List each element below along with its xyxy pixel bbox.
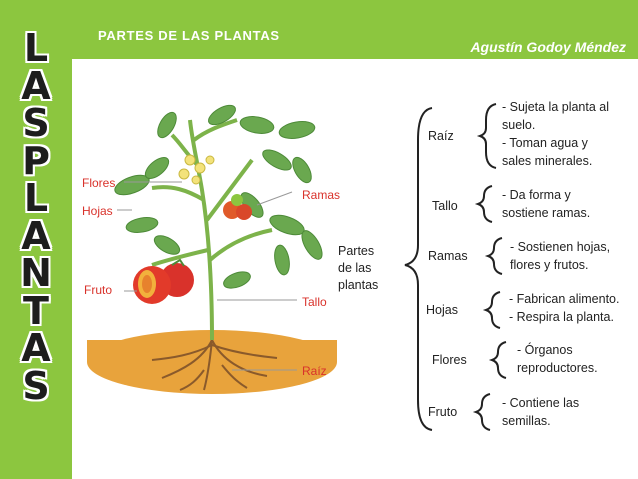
part-name-fruto: Fruto	[428, 405, 458, 419]
sidebar-letter: S	[22, 101, 50, 145]
sidebar-letter: P	[22, 138, 50, 183]
desc-line: sales minerales.	[502, 154, 593, 168]
desc-line: - Fabrican alimento.	[509, 292, 620, 306]
desc-tallo: - Da forma y sostiene ramas.	[502, 186, 590, 222]
stem	[151, 118, 273, 341]
part-name-ramas: Ramas	[428, 249, 468, 263]
desc-line: reproductores.	[517, 361, 598, 375]
partes-line: plantas	[338, 278, 379, 292]
part-name-flores: Flores	[432, 353, 467, 367]
brace-ramas	[484, 237, 503, 275]
label-hojas: Hojas	[82, 204, 113, 218]
desc-line: semillas.	[502, 414, 551, 428]
desc-raiz: - Sujeta la planta al suelo. - Toman agu…	[502, 98, 609, 170]
page-title: PARTES DE LAS PLANTAS	[98, 28, 280, 43]
label-ramas: Ramas	[302, 188, 341, 202]
soil-top	[87, 340, 337, 362]
label-raiz: Raíz	[302, 364, 327, 378]
label-flores: Flores	[82, 176, 116, 190]
desc-line: - Toman agua y	[502, 136, 588, 150]
desc-flores: - Órganos reproductores.	[517, 341, 598, 377]
sidebar-letter: A	[21, 213, 51, 258]
label-tallo: Tallo	[302, 295, 327, 309]
small-fruits	[223, 194, 252, 220]
sidebar-letter: L	[23, 26, 49, 70]
part-name-tallo: Tallo	[432, 199, 458, 213]
desc-line: - Sostienen hojas,	[510, 240, 611, 254]
desc-ramas: - Sostienen hojas, flores y frutos.	[510, 238, 610, 274]
label-fruto: Fruto	[84, 283, 113, 297]
plant-illustration	[87, 104, 337, 394]
part-name-hojas: Hojas	[426, 303, 458, 317]
flowers	[178, 154, 215, 185]
header-bar: PARTES DE LAS PLANTAS Agustín Godoy Ménd…	[72, 0, 638, 59]
fruit	[133, 258, 194, 304]
partes-line: Partes	[338, 244, 375, 258]
sidebar: L A S P L A N T A S	[0, 0, 72, 479]
brace-fruto	[472, 393, 491, 431]
label-leader-lines	[117, 181, 297, 371]
leaves	[114, 104, 323, 289]
desc-line: flores y frutos.	[510, 258, 589, 272]
desc-line: - Órganos	[517, 343, 573, 357]
desc-line: - Sujeta la planta al	[502, 100, 610, 114]
desc-line: suelo.	[502, 118, 536, 132]
author-name: Agustín Godoy Méndez	[470, 39, 626, 55]
brace-flores	[488, 341, 507, 379]
desc-line: - Contiene las	[502, 396, 580, 410]
desc-fruto: - Contiene las semillas.	[502, 394, 579, 430]
roots	[151, 339, 278, 391]
sidebar-letter: A	[21, 63, 51, 108]
sidebar-letter: S	[22, 363, 50, 408]
sidebar-letter: T	[23, 288, 49, 333]
brace-tallo	[474, 185, 493, 223]
brace-hojas	[482, 291, 501, 329]
desc-line: - Da forma y	[502, 188, 571, 202]
sidebar-letter: L	[23, 176, 49, 220]
desc-line: - Respira la planta.	[509, 310, 614, 324]
sidebar-letter: N	[20, 251, 52, 295]
sidebar-letter: A	[21, 326, 51, 370]
partes-label: Partes de las plantas	[338, 243, 398, 294]
desc-hojas: - Fabrican alimento. - Respira la planta…	[509, 290, 619, 326]
brace-raiz	[476, 103, 497, 169]
sidebar-title: L A S P L A N T A S	[0, 26, 72, 408]
desc-line: sostiene ramas.	[502, 206, 591, 220]
big-brace	[404, 107, 433, 431]
part-name-raiz: Raíz	[428, 129, 454, 143]
partes-line: de las	[338, 261, 372, 275]
